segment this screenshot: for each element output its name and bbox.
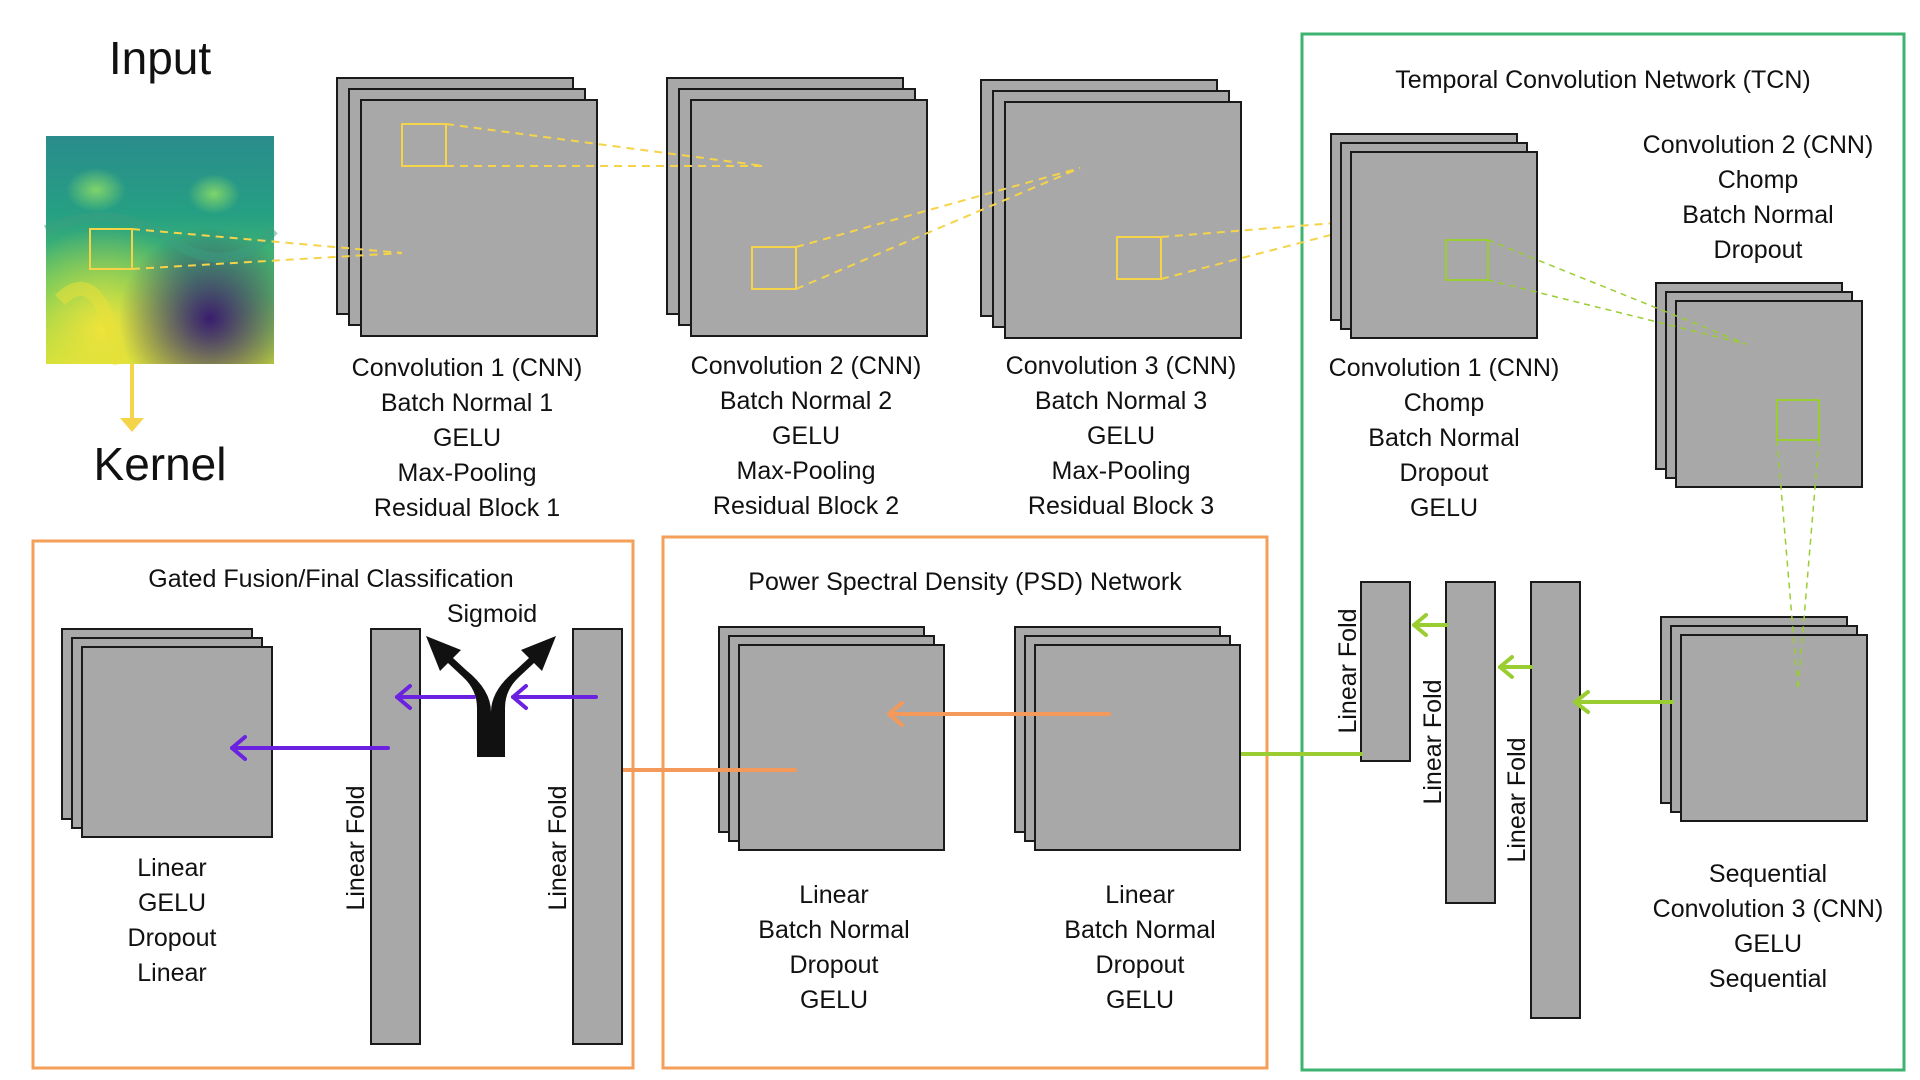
svg-text:Dropout: Dropout xyxy=(1096,951,1185,979)
psd-right-stack xyxy=(1014,626,1241,851)
svg-text:GELU: GELU xyxy=(772,422,840,450)
conv2-stack xyxy=(666,77,928,337)
fusion-title: Gated Fusion/Final Classification xyxy=(148,565,513,593)
conv1-caption: Convolution 1 (CNN) Batch Normal 1 GELU … xyxy=(352,354,583,522)
svg-text:GELU: GELU xyxy=(138,889,206,917)
conv2-caption: Convolution 2 (CNN) Batch Normal 2 GELU … xyxy=(691,352,922,520)
tcn-conv2-kernel-window xyxy=(1776,399,1820,441)
svg-text:Linear: Linear xyxy=(1105,881,1175,909)
tcn-conv3-stack xyxy=(1660,616,1868,822)
psd-title: Power Spectral Density (PSD) Network xyxy=(748,568,1182,596)
svg-text:Batch Normal 2: Batch Normal 2 xyxy=(720,387,892,415)
svg-text:Linear: Linear xyxy=(137,854,207,882)
svg-text:Convolution 1 (CNN): Convolution 1 (CNN) xyxy=(352,354,583,382)
fusion-fold-bar-1 xyxy=(370,628,421,1045)
fusion-group-border xyxy=(31,539,635,1070)
svg-text:Convolution 3 (CNN): Convolution 3 (CNN) xyxy=(1653,895,1884,923)
svg-text:Max-Pooling: Max-Pooling xyxy=(737,457,876,485)
svg-text:Convolution 2 (CNN): Convolution 2 (CNN) xyxy=(691,352,922,380)
tcn-fold-label-1: Linear Fold xyxy=(1334,608,1362,733)
fusion-stack xyxy=(61,628,273,838)
svg-text:Convolution 2 (CNN): Convolution 2 (CNN) xyxy=(1643,131,1874,159)
svg-text:Sequential: Sequential xyxy=(1709,860,1827,888)
green-projection-lines xyxy=(1487,239,1820,691)
psd-left-caption: Linear Batch Normal Dropout GELU xyxy=(758,881,909,1014)
svg-text:Convolution 3 (CNN): Convolution 3 (CNN) xyxy=(1006,352,1237,380)
svg-text:Sequential: Sequential xyxy=(1709,965,1827,993)
svg-text:Dropout: Dropout xyxy=(790,951,879,979)
tcn-title: Temporal Convolution Network (TCN) xyxy=(1395,66,1810,94)
svg-text:Residual Block 3: Residual Block 3 xyxy=(1028,492,1214,520)
svg-text:Max-Pooling: Max-Pooling xyxy=(398,459,537,487)
tcn-fold-bar-1 xyxy=(1360,581,1411,762)
svg-text:Chomp: Chomp xyxy=(1718,166,1799,194)
svg-text:GELU: GELU xyxy=(1734,930,1802,958)
tcn-fold-bar-3 xyxy=(1530,581,1581,1019)
svg-text:Batch Normal: Batch Normal xyxy=(1682,201,1833,229)
psd-left-stack xyxy=(718,626,945,851)
svg-text:Batch Normal: Batch Normal xyxy=(1368,424,1519,452)
svg-text:Residual Block 1: Residual Block 1 xyxy=(374,494,560,522)
conv3-caption: Convolution 3 (CNN) Batch Normal 3 GELU … xyxy=(1006,352,1237,520)
svg-text:Batch Normal 1: Batch Normal 1 xyxy=(381,389,553,417)
sigmoid-label: Sigmoid xyxy=(447,600,537,628)
svg-text:GELU: GELU xyxy=(1106,986,1174,1014)
kernel-arrow-head xyxy=(120,418,144,432)
tcn-group-border xyxy=(1300,32,1906,1072)
input-kernel-window xyxy=(89,228,133,270)
svg-text:Dropout: Dropout xyxy=(1400,459,1489,487)
svg-text:GELU: GELU xyxy=(433,424,501,452)
yellow-projection-lines xyxy=(131,123,1397,290)
tcn-conv3-caption: Sequential Convolution 3 (CNN) GELU Sequ… xyxy=(1653,860,1884,993)
tcn-fold-bar-2 xyxy=(1445,581,1496,904)
fusion-stack-caption: Linear GELU Dropout Linear xyxy=(128,854,217,987)
svg-text:Dropout: Dropout xyxy=(128,924,217,952)
psd-group-border xyxy=(661,535,1269,1070)
svg-text:Residual Block 2: Residual Block 2 xyxy=(713,492,899,520)
psd-right-caption: Linear Batch Normal Dropout GELU xyxy=(1064,881,1215,1014)
tcn-conv2-stack xyxy=(1655,282,1863,488)
svg-text:Linear: Linear xyxy=(137,959,207,987)
kernel-label: Kernel xyxy=(94,438,227,490)
tcn-conv1-stack xyxy=(1330,133,1538,339)
tcn-fold-label-3: Linear Fold xyxy=(1503,737,1531,862)
tcn-conv1-caption: Convolution 1 (CNN) Chomp Batch Normal D… xyxy=(1329,354,1560,522)
conv2-kernel-window xyxy=(751,246,797,290)
svg-text:Linear: Linear xyxy=(799,881,869,909)
conv3-stack xyxy=(980,79,1242,339)
svg-text:Batch Normal 3: Batch Normal 3 xyxy=(1035,387,1207,415)
sigmoid-fork-icon xyxy=(426,636,556,757)
fusion-fold-bar-2 xyxy=(572,628,623,1045)
tcn-fold-label-2: Linear Fold xyxy=(1419,679,1447,804)
conv1-kernel-window xyxy=(401,123,447,167)
svg-text:Batch Normal: Batch Normal xyxy=(1064,916,1215,944)
purple-arrows xyxy=(230,684,598,761)
conv1-stack xyxy=(336,77,598,337)
conv3-kernel-window xyxy=(1116,236,1162,280)
fusion-fold-label-1: Linear Fold xyxy=(342,785,370,910)
svg-text:Dropout: Dropout xyxy=(1714,236,1803,264)
svg-text:Max-Pooling: Max-Pooling xyxy=(1052,457,1191,485)
input-title: Input xyxy=(109,32,212,84)
fusion-fold-label-2: Linear Fold xyxy=(544,785,572,910)
tcn-conv1-kernel-window xyxy=(1445,239,1489,281)
svg-text:Batch Normal: Batch Normal xyxy=(758,916,909,944)
svg-text:Convolution 1 (CNN): Convolution 1 (CNN) xyxy=(1329,354,1560,382)
svg-text:Chomp: Chomp xyxy=(1404,389,1485,417)
svg-text:GELU: GELU xyxy=(1410,494,1478,522)
input-heatmap xyxy=(43,136,278,366)
svg-text:GELU: GELU xyxy=(1087,422,1155,450)
svg-text:GELU: GELU xyxy=(800,986,868,1014)
tcn-conv2-caption: Convolution 2 (CNN) Chomp Batch Normal D… xyxy=(1643,131,1874,264)
